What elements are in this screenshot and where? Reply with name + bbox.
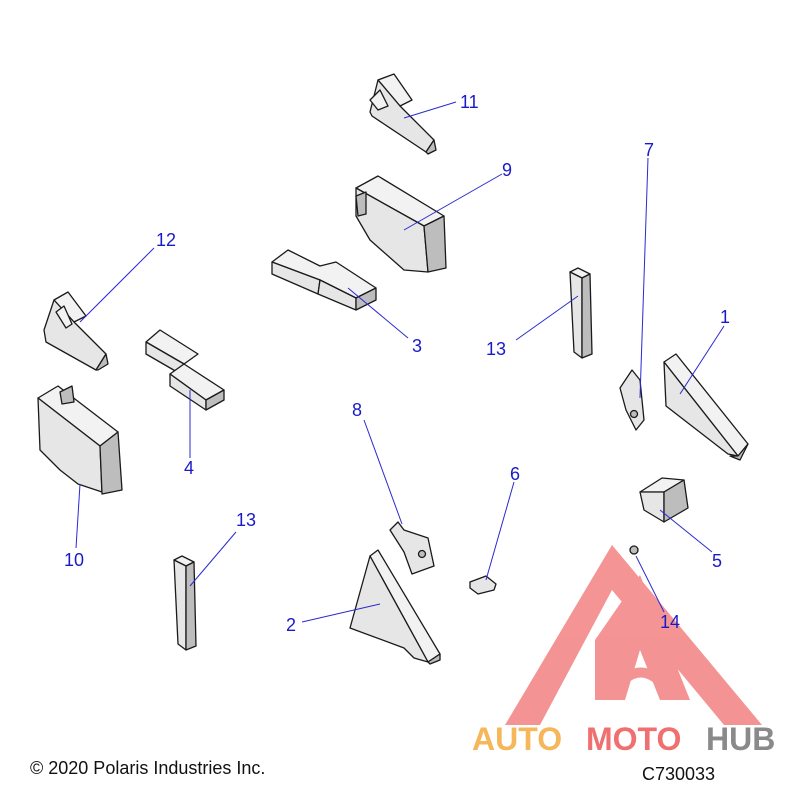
watermark-triangle-icon (505, 545, 762, 725)
part-8-bracket (389, 521, 435, 575)
part-13-bar-left (173, 555, 197, 651)
figure-id: C730033 (642, 764, 716, 784)
watermark-text-moto: MOTO (586, 721, 681, 757)
part-7-bracket (619, 369, 645, 431)
callout-11: 11 (460, 92, 479, 112)
callout-7: 7 (644, 140, 654, 160)
callout-2: 2 (286, 615, 296, 635)
part-1-wedge (663, 353, 749, 461)
callout-4: 4 (184, 458, 194, 478)
callout-13-left: 13 (236, 510, 256, 530)
callout-13-right: 13 (486, 339, 506, 359)
part-11-wedge (369, 73, 437, 155)
callout-10: 10 (64, 550, 84, 570)
callout-6: 6 (510, 464, 520, 484)
watermark-text-auto: AUTO (472, 721, 562, 757)
callout-14: 14 (660, 612, 680, 632)
callout-9: 9 (502, 160, 512, 180)
part-3-bar (271, 249, 377, 311)
part-13-bar-right (569, 267, 593, 359)
watermark-logo (505, 545, 762, 725)
copyright-text: © 2020 Polaris Industries Inc. (30, 758, 266, 778)
callout-3: 3 (412, 336, 422, 356)
part-14-fastener (629, 545, 639, 555)
part-9-block (355, 175, 447, 273)
watermark-text-hub: HUB (706, 721, 775, 757)
callout-8: 8 (352, 400, 362, 420)
part-5-block (639, 477, 689, 523)
callout-12: 12 (156, 230, 176, 250)
part-10-block (37, 385, 123, 495)
part-6-clip (469, 575, 497, 595)
callout-1: 1 (720, 307, 730, 327)
leader-lines (75, 101, 725, 623)
callout-5: 5 (712, 551, 722, 571)
part-2-triangle (349, 549, 441, 665)
part-4-bar (145, 329, 225, 411)
